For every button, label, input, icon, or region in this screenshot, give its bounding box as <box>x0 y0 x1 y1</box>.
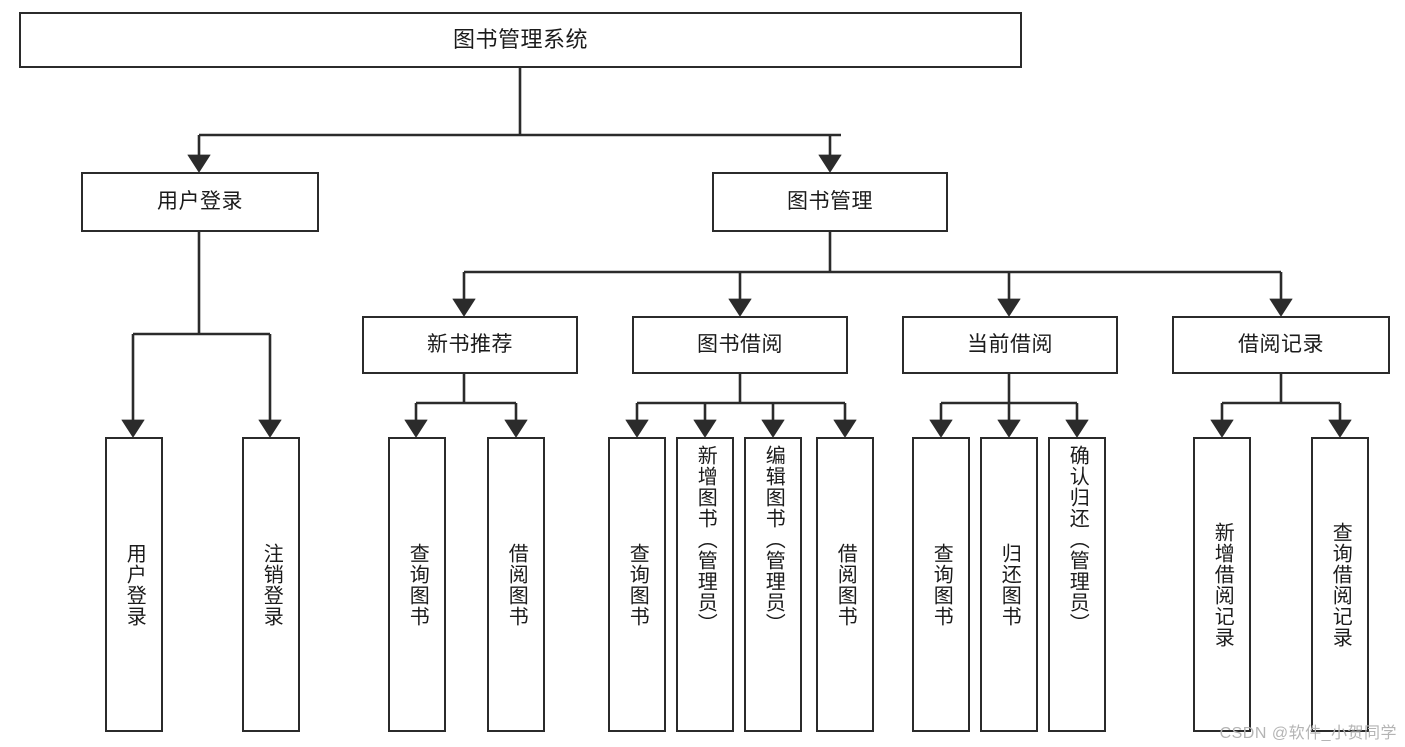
node-book-manage[interactable]: 图书管理 <box>712 172 948 232</box>
csdn-watermark: CSDN @软件_小贺同学 <box>1219 725 1397 742</box>
node-leaf-add-record-label: 新增借阅记录 <box>1211 521 1234 648</box>
node-leaf-confirm-return[interactable]: 确认归还（管理员） <box>1048 437 1106 732</box>
node-leaf-logout-label: 注销登录 <box>260 542 283 627</box>
node-leaf-logout[interactable]: 注销登录 <box>242 437 300 732</box>
node-leaf-borrow-book-2[interactable]: 借阅图书 <box>816 437 874 732</box>
node-leaf-add-book[interactable]: 新增图书（管理员） <box>676 437 734 732</box>
node-leaf-user-login-label: 用户登录 <box>123 542 146 627</box>
node-leaf-query-book-3-label: 查询图书 <box>930 542 953 627</box>
node-leaf-edit-book-label: 编辑图书（管理员） <box>762 445 785 634</box>
node-leaf-return-book-label: 归还图书 <box>998 542 1021 627</box>
node-borrow-record[interactable]: 借阅记录 <box>1172 316 1390 374</box>
node-new-book-recommend-label: 新书推荐 <box>427 333 513 357</box>
node-leaf-query-book-2[interactable]: 查询图书 <box>608 437 666 732</box>
node-leaf-query-record-label: 查询借阅记录 <box>1329 521 1352 648</box>
node-leaf-query-book-1-label: 查询图书 <box>406 542 429 627</box>
node-leaf-query-record[interactable]: 查询借阅记录 <box>1311 437 1369 732</box>
node-book-borrow[interactable]: 图书借阅 <box>632 316 848 374</box>
node-book-borrow-label: 图书借阅 <box>697 333 783 357</box>
node-leaf-confirm-return-label: 确认归还（管理员） <box>1066 445 1089 634</box>
node-leaf-query-book-1[interactable]: 查询图书 <box>388 437 446 732</box>
node-leaf-add-record[interactable]: 新增借阅记录 <box>1193 437 1251 732</box>
node-leaf-borrow-book-1-label: 借阅图书 <box>505 542 528 627</box>
node-book-manage-label: 图书管理 <box>787 190 873 214</box>
node-borrow-record-label: 借阅记录 <box>1238 333 1324 357</box>
node-root-system[interactable]: 图书管理系统 <box>19 12 1022 68</box>
node-leaf-query-book-3[interactable]: 查询图书 <box>912 437 970 732</box>
node-leaf-borrow-book-1[interactable]: 借阅图书 <box>487 437 545 732</box>
node-leaf-edit-book[interactable]: 编辑图书（管理员） <box>744 437 802 732</box>
node-leaf-query-book-2-label: 查询图书 <box>626 542 649 627</box>
node-leaf-borrow-book-2-label: 借阅图书 <box>834 542 857 627</box>
node-new-book-recommend[interactable]: 新书推荐 <box>362 316 578 374</box>
node-user-login-label: 用户登录 <box>157 190 243 214</box>
node-root-system-label: 图书管理系统 <box>452 26 588 52</box>
node-current-borrow[interactable]: 当前借阅 <box>902 316 1118 374</box>
node-user-login[interactable]: 用户登录 <box>81 172 319 232</box>
node-leaf-return-book[interactable]: 归还图书 <box>980 437 1038 732</box>
node-current-borrow-label: 当前借阅 <box>967 333 1053 357</box>
node-leaf-user-login[interactable]: 用户登录 <box>105 437 163 732</box>
node-leaf-add-book-label: 新增图书（管理员） <box>694 445 717 634</box>
